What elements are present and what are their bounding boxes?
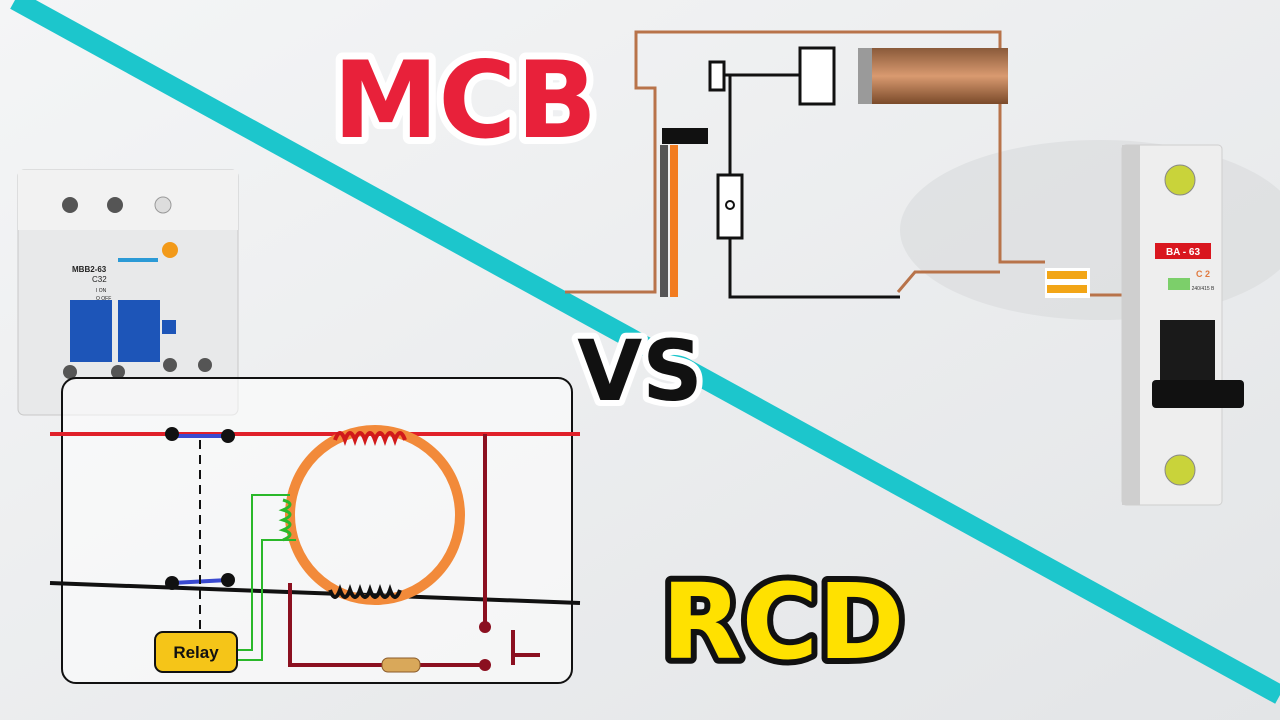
solenoid-coil <box>858 48 1008 104</box>
vs-title: VS <box>577 322 703 420</box>
rcd-device-image: MBB2-63 C32 I ON O OFF <box>17 169 239 416</box>
rcd-title: RCD <box>662 561 905 683</box>
mcb-title: MCB <box>333 39 597 162</box>
mcb-schematic <box>565 30 1125 299</box>
rcd-off-label: O OFF <box>96 296 111 302</box>
resistor <box>381 657 421 673</box>
neutral-wire <box>49 581 581 605</box>
mcb-device-image: BA - 63 C 2 240/415 B <box>1121 144 1244 506</box>
mcb-voltage: 240/415 B <box>1192 286 1215 292</box>
relay-box <box>154 631 238 673</box>
relay-label: Relay <box>173 643 219 662</box>
rcd-rating: C32 <box>92 275 107 284</box>
mcb-toggle <box>1152 380 1244 408</box>
rcd-on-label: I ON <box>96 288 107 294</box>
diagonal-divider <box>10 0 1280 704</box>
mcb-rating: C 2 <box>1196 269 1210 279</box>
rcd-circuit: Relay <box>49 377 581 684</box>
mcb-model: BA - 63 <box>1166 247 1201 258</box>
rcd-model: MBB2-63 <box>72 265 107 274</box>
